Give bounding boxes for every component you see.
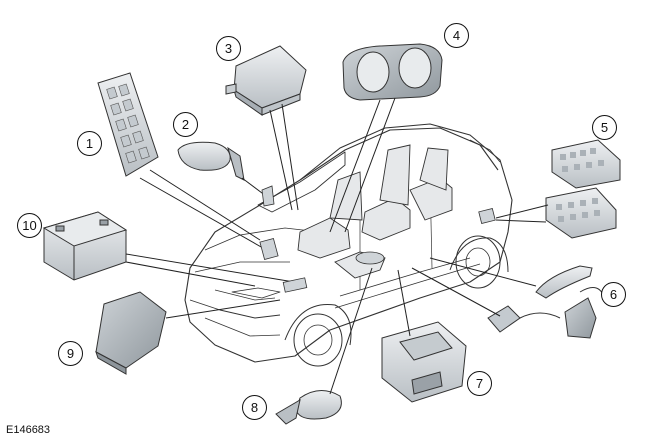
callout-3: 3 [216, 36, 241, 61]
component-6-sensor-harness [487, 265, 606, 339]
cabin-seats [297, 144, 453, 279]
callout-2: 2 [173, 112, 198, 137]
component-2-door-mirror [177, 141, 245, 181]
component-10-battery [42, 211, 128, 281]
component-1-fuse-box [97, 72, 159, 177]
callout-1: 1 [77, 131, 102, 156]
callout-6: 6 [601, 282, 626, 307]
callout-4: 4 [444, 23, 469, 48]
callout-8: 8 [242, 395, 267, 420]
component-3-control-module [225, 45, 307, 116]
callout-10: 10 [17, 213, 42, 238]
leader-lines [125, 97, 549, 395]
figure-reference-code: E146683 [6, 424, 51, 436]
in-vehicle-parts [259, 185, 496, 293]
callout-9: 9 [58, 341, 83, 366]
callout-7: 7 [467, 371, 492, 396]
component-8-door-mirror [275, 390, 342, 425]
component-7-control-module [381, 321, 467, 403]
component-4-instrument-cluster [342, 43, 443, 101]
component-5-relay-boxes [545, 139, 621, 239]
callout-5: 5 [592, 115, 617, 140]
component-9-module-housing [95, 291, 167, 375]
